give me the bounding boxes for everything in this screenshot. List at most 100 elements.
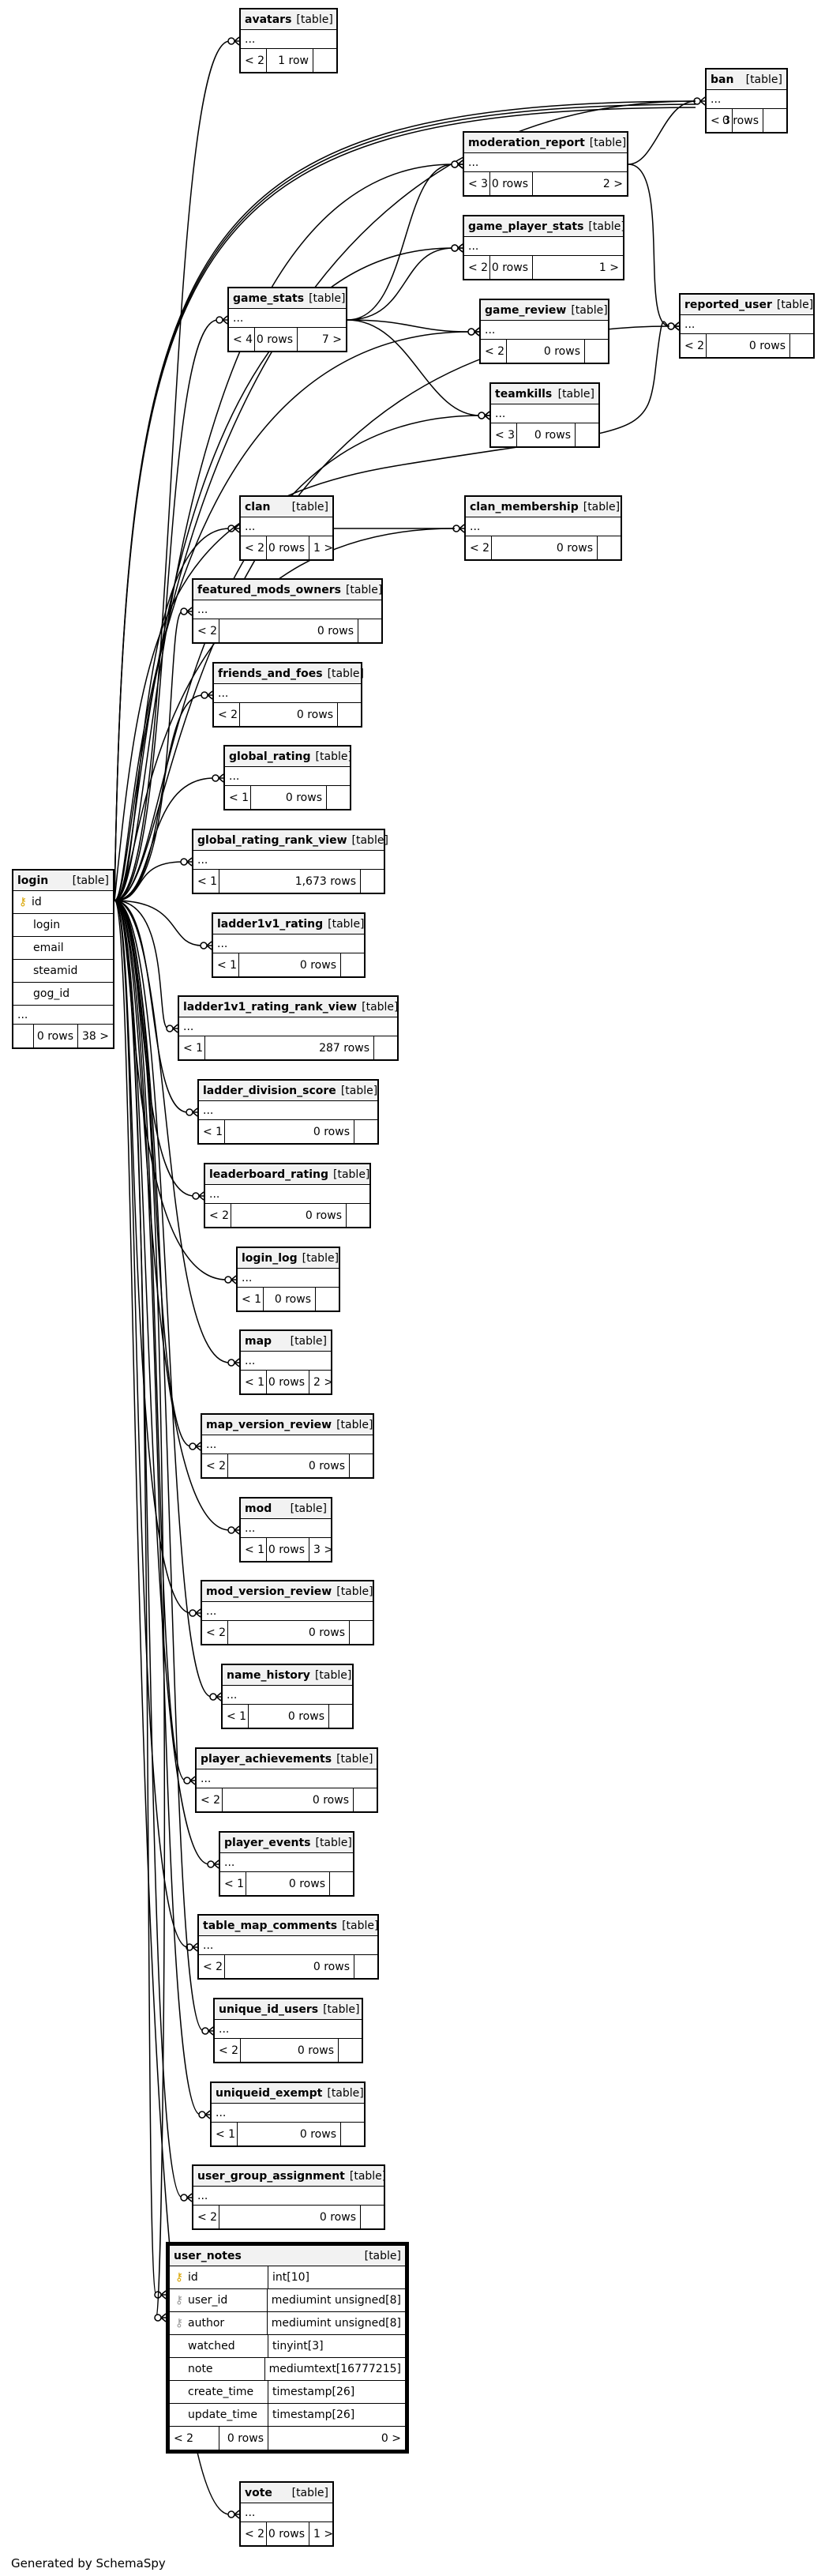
table-type: [table]	[776, 298, 814, 311]
table-name: clan_membership	[470, 500, 579, 513]
edge-login-ladder1v1-rating	[114, 900, 203, 946]
table-header: avatars[table]	[241, 9, 336, 30]
table-header: ladder1v1_rating_rank_view [table]	[179, 997, 399, 1017]
table-type: [table]	[323, 2003, 360, 2016]
column-row[interactable]: ⚷id	[13, 891, 113, 914]
table-type: [table]	[345, 583, 383, 596]
column-row[interactable]: gog_id	[13, 983, 113, 1006]
column-row[interactable]: email	[13, 937, 113, 960]
relationship-end	[189, 1442, 201, 1451]
more-columns: ...	[193, 851, 384, 870]
more-columns: ...	[481, 321, 608, 340]
relationship-end	[186, 1107, 198, 1117]
column-row[interactable]: note mediumtext[16777215]	[170, 2358, 405, 2381]
table-header: table_map_comments[table]	[199, 1916, 379, 1936]
table-type: [table]	[315, 750, 352, 763]
table-name: ladder1v1_rating	[217, 917, 324, 931]
table-header: mod_version_review[table]	[202, 1581, 373, 1602]
table-type: [table]	[571, 303, 608, 317]
more-columns: ...	[223, 1686, 352, 1705]
relationship-end	[451, 243, 463, 253]
table-header: player_achievements[table]	[197, 1749, 377, 1769]
edge-login-ban-extra	[114, 107, 696, 901]
edge-login-player-achievements	[114, 900, 186, 1781]
table-user-notes[interactable]: user_notes [table] ⚷id int[10] ⚷user_id …	[166, 2242, 409, 2454]
column-row[interactable]: login	[13, 914, 113, 937]
table-type: [table]	[340, 1084, 378, 1097]
column-row[interactable]: update_time timestamp[26]	[170, 2404, 405, 2427]
table-type: [table]	[291, 2486, 328, 2499]
table-type: [table]	[296, 13, 333, 26]
table-name: game_stats	[233, 291, 305, 305]
column-row[interactable]: ⚷id int[10]	[170, 2266, 405, 2289]
table-login[interactable]: login [table] ⚷id login email steamid go…	[12, 869, 114, 1049]
relationship-end	[207, 1860, 219, 1869]
table-type: [table]	[314, 1668, 352, 1682]
table-header: login [table]	[13, 871, 113, 891]
table-type: [table]	[557, 387, 594, 401]
more-columns: ...	[241, 517, 332, 536]
table-type: [table]	[302, 1251, 339, 1265]
edge-login-ladder1v1-rating-rank-view	[114, 900, 169, 1029]
more-columns: ...	[213, 935, 364, 953]
more-columns: ...	[202, 1602, 373, 1621]
table-type: [table]	[364, 2249, 401, 2262]
table-type: [table]	[336, 1418, 373, 1431]
table-type: [table]	[342, 1919, 379, 1932]
table-name: uniqueid_exempt	[216, 2086, 323, 2100]
column-row[interactable]: ⚷author mediumint unsigned[8]	[170, 2312, 405, 2335]
table-name: ladder1v1_rating_rank_view	[183, 1000, 358, 1013]
table-name: friends_and_foes	[218, 667, 323, 680]
table-name: featured_mods_owners	[197, 583, 341, 596]
column-row[interactable]: watched tinyint[3]	[170, 2335, 405, 2358]
column-row[interactable]: create_time timestamp[26]	[170, 2381, 405, 2404]
table-type: [table]	[362, 1000, 399, 1013]
more-columns: ...	[193, 2187, 384, 2206]
edge-login-avatars	[114, 40, 231, 901]
table-header: global_rating[table]	[225, 746, 352, 767]
relationship-end	[201, 2026, 214, 2036]
relationship-end	[227, 1525, 240, 1535]
column-row[interactable]: ⚷user_id mediumint unsigned[8]	[170, 2289, 405, 2312]
column-row[interactable]: steamid	[13, 960, 113, 983]
